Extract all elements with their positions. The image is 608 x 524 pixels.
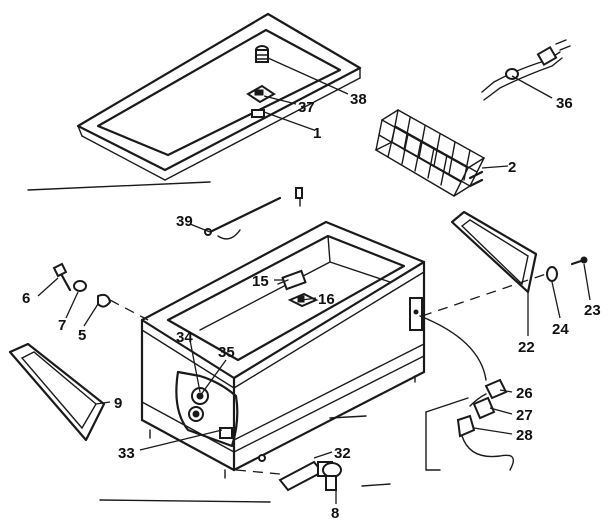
callout-32: 32 [334, 445, 351, 462]
callout-26: 26 [516, 385, 533, 402]
thermostat-part [277, 269, 307, 291]
callout-28: 28 [516, 427, 533, 444]
callout-27: 27 [516, 407, 533, 424]
lock-cylinder-part [255, 45, 269, 63]
callout-16: 16 [318, 291, 335, 308]
callout-9: 9 [114, 395, 122, 412]
callout-15: 15 [252, 273, 269, 290]
divider-line [361, 483, 391, 487]
callout-8: 8 [331, 505, 339, 522]
screw-23-part [570, 256, 588, 266]
wire-basket-part [374, 109, 486, 197]
callout-33: 33 [118, 445, 135, 462]
drain-tube-part [204, 187, 303, 240]
callout-38: 38 [350, 91, 367, 108]
gasket-panel-part [450, 210, 538, 294]
lid-frame [76, 12, 362, 181]
cabinet-body [140, 220, 426, 479]
callout-1: 1 [313, 125, 321, 142]
callout-6: 6 [22, 290, 30, 307]
callout-labels: 1 2 5 6 7 8 9 15 16 22 23 24 26 27 28 32… [22, 91, 601, 522]
power-cord-part [481, 39, 571, 101]
callout-39: 39 [176, 213, 193, 230]
latch-part [246, 84, 276, 118]
drain-screw-part [322, 462, 342, 491]
leader-lines [37, 57, 591, 504]
grille-part [8, 342, 106, 442]
callout-24: 24 [552, 321, 569, 338]
washer-24-part [546, 266, 558, 282]
callout-23: 23 [584, 302, 601, 319]
light-assembly-part [419, 315, 514, 471]
callout-5: 5 [78, 327, 86, 344]
divider-line [27, 181, 211, 191]
callout-35: 35 [218, 344, 235, 361]
callout-22: 22 [518, 339, 535, 356]
callout-7: 7 [58, 317, 66, 334]
clip-part [97, 293, 149, 321]
callout-36: 36 [556, 95, 573, 112]
callout-34: 34 [176, 329, 193, 346]
divider-line [99, 499, 271, 503]
divider-line [329, 415, 367, 419]
callout-2: 2 [508, 159, 516, 176]
washer-part [73, 280, 87, 292]
drain-plug-part [235, 454, 333, 492]
hinge-screw-part [52, 262, 72, 292]
callout-37: 37 [298, 99, 315, 116]
